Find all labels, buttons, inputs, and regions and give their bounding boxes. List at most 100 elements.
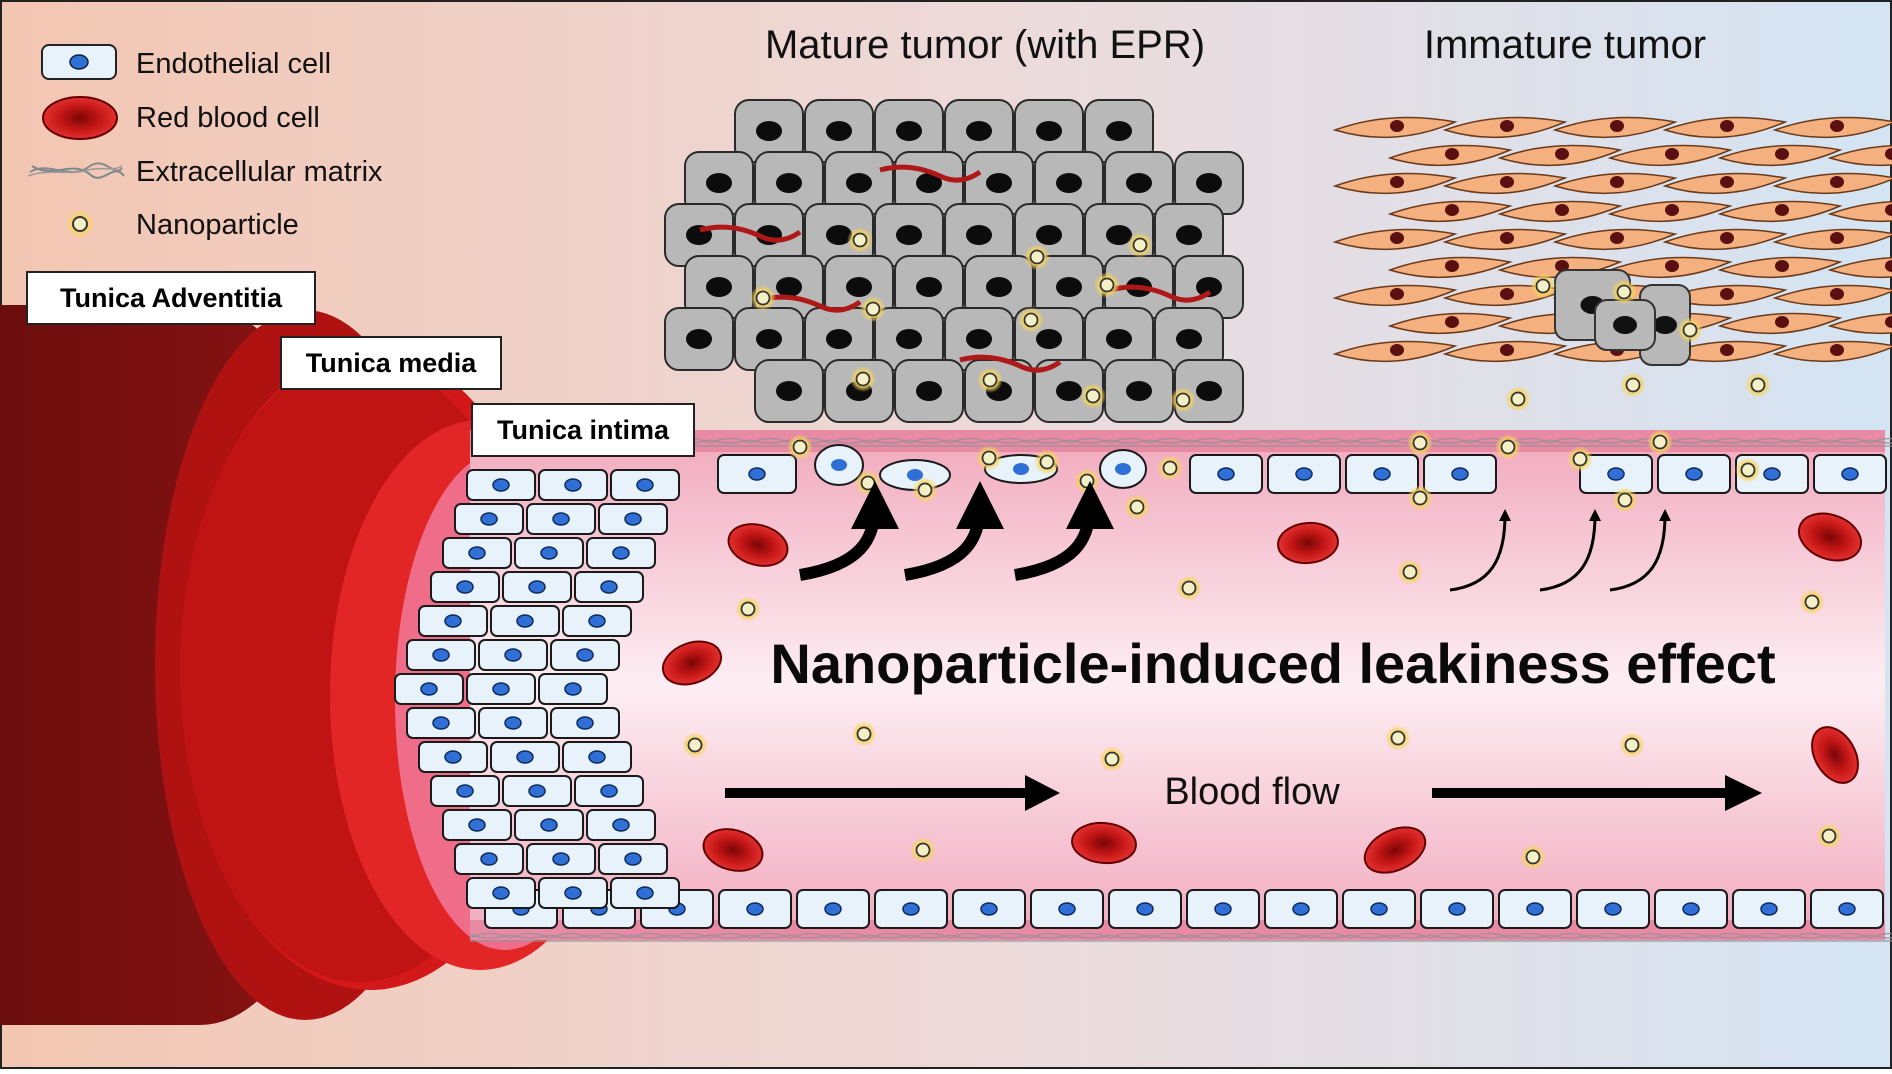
stromal-nucleus [1390,232,1404,244]
stromal-nucleus [1445,148,1459,160]
blood-flow-arrows [725,775,1762,811]
media-label-box [280,336,502,390]
endothelial-nucleus [492,682,510,696]
stromal-nucleus [1775,316,1789,328]
endothelial-nucleus [1841,467,1859,481]
tumor-nucleus [776,381,802,401]
ecm-fibre [469,934,1892,939]
tumor-capillary [699,224,802,243]
stromal-nucleus [1775,148,1789,160]
stromal-nucleus [1775,204,1789,216]
nanoparticle-icon [72,216,88,232]
red-blood-cell [1811,726,1859,784]
endothelial-nucleus [564,682,582,696]
endothelial-nucleus [552,512,570,526]
nanoparticle [1412,490,1428,506]
red-blood-cell-icon [42,96,118,140]
intima-label-box [471,403,695,457]
endothelial-nucleus [1373,467,1391,481]
nanoparticle [1412,435,1428,451]
tumor-nucleus [1056,173,1082,193]
nanoparticle [1099,277,1115,293]
tumor-nucleus [1196,173,1222,193]
endothelial-nucleus [588,750,606,764]
nanoparticle [1181,580,1197,596]
nanoparticle [1085,388,1101,404]
stromal-nucleus [1500,232,1514,244]
nanoparticle [1616,284,1632,300]
stromal-nucleus [1720,344,1734,356]
legend-label-nanoparticle: Nanoparticle [136,209,299,241]
stromal-nucleus [1500,288,1514,300]
endothelial-nucleus [516,614,534,628]
endothelial-nucleus [1838,902,1856,916]
endothelial-nucleus [902,902,920,916]
endothelial-nucleus [746,902,764,916]
adventitia-label: Tunica Adventitia [60,283,283,313]
nanoparticle [1510,391,1526,407]
tumor-nucleus [1196,381,1222,401]
stromal-nucleus [1885,316,1892,328]
stromal-nucleus [1390,344,1404,356]
tumor-nucleus [1056,277,1082,297]
endothelial-nucleus [492,478,510,492]
nanoparticle [755,290,771,306]
red-blood-cell [1798,512,1862,562]
nanoparticle [915,842,931,858]
tumor-nucleus [1106,121,1132,141]
stromal-nucleus [1610,120,1624,132]
stromal-nucleus [1885,260,1892,272]
tumor-nucleus [1126,173,1152,193]
immature-arrow-3 [1609,509,1671,592]
intima-label: Tunica intima [497,415,670,445]
endothelial-nucleus [456,784,474,798]
nanoparticle [1039,454,1055,470]
tumor-nucleus [916,277,942,297]
endothelial-nucleus [1685,467,1703,481]
tumor-capillary [759,294,862,313]
stromal-nucleus [1390,120,1404,132]
stromal-nucleus [1720,176,1734,188]
stromal-nucleus [1445,260,1459,272]
stromal-nucleus [1500,176,1514,188]
stromal-nucleus [1445,316,1459,328]
endothelial-nucleus [1214,902,1232,916]
endothelial-nucleus [432,648,450,662]
endothelial-nucleus [492,886,510,900]
endothelial-nucleus [576,716,594,730]
endothelial-nucleus [824,902,842,916]
red-blood-cell [661,640,723,686]
nanoparticle [1079,473,1095,489]
nanoparticle [1750,377,1766,393]
nanoparticle [1029,249,1045,265]
tumor-nucleus [706,277,732,297]
tumor-nucleus [1106,329,1132,349]
tumor-nucleus [896,121,922,141]
red-blood-cells [661,512,1862,874]
endothelial-nucleus [1136,902,1154,916]
stromal-nucleus [1390,288,1404,300]
endothelial-nucleus [624,852,642,866]
nanoparticle [1624,737,1640,753]
red-blood-cell [1277,521,1339,565]
mature-arrow-3 [1014,481,1114,581]
tumor-nucleus [1196,277,1222,297]
nanoparticle [860,475,876,491]
tumor-nucleus [986,173,1012,193]
nanoparticle [1175,392,1191,408]
nanoparticle [1129,499,1145,515]
mature-tumor-title: Mature tumor (with EPR) [765,23,1205,67]
endothelial-nucleus [504,716,522,730]
nanoparticle [1617,492,1633,508]
legend: Endothelial cell Red blood cell Extracel… [27,44,383,241]
endothelial-nucleus [480,512,498,526]
endothelial-nucleus [1295,467,1313,481]
tumor-nucleus [776,173,802,193]
stromal-nucleus [1830,344,1844,356]
stromal-cell [1827,313,1892,335]
stromal-nucleus [1555,260,1569,272]
extravasation-arrows [799,481,1671,592]
endothelial-nucleus [1604,902,1622,916]
nanoparticle [1625,377,1641,393]
nanoparticle [740,601,756,617]
